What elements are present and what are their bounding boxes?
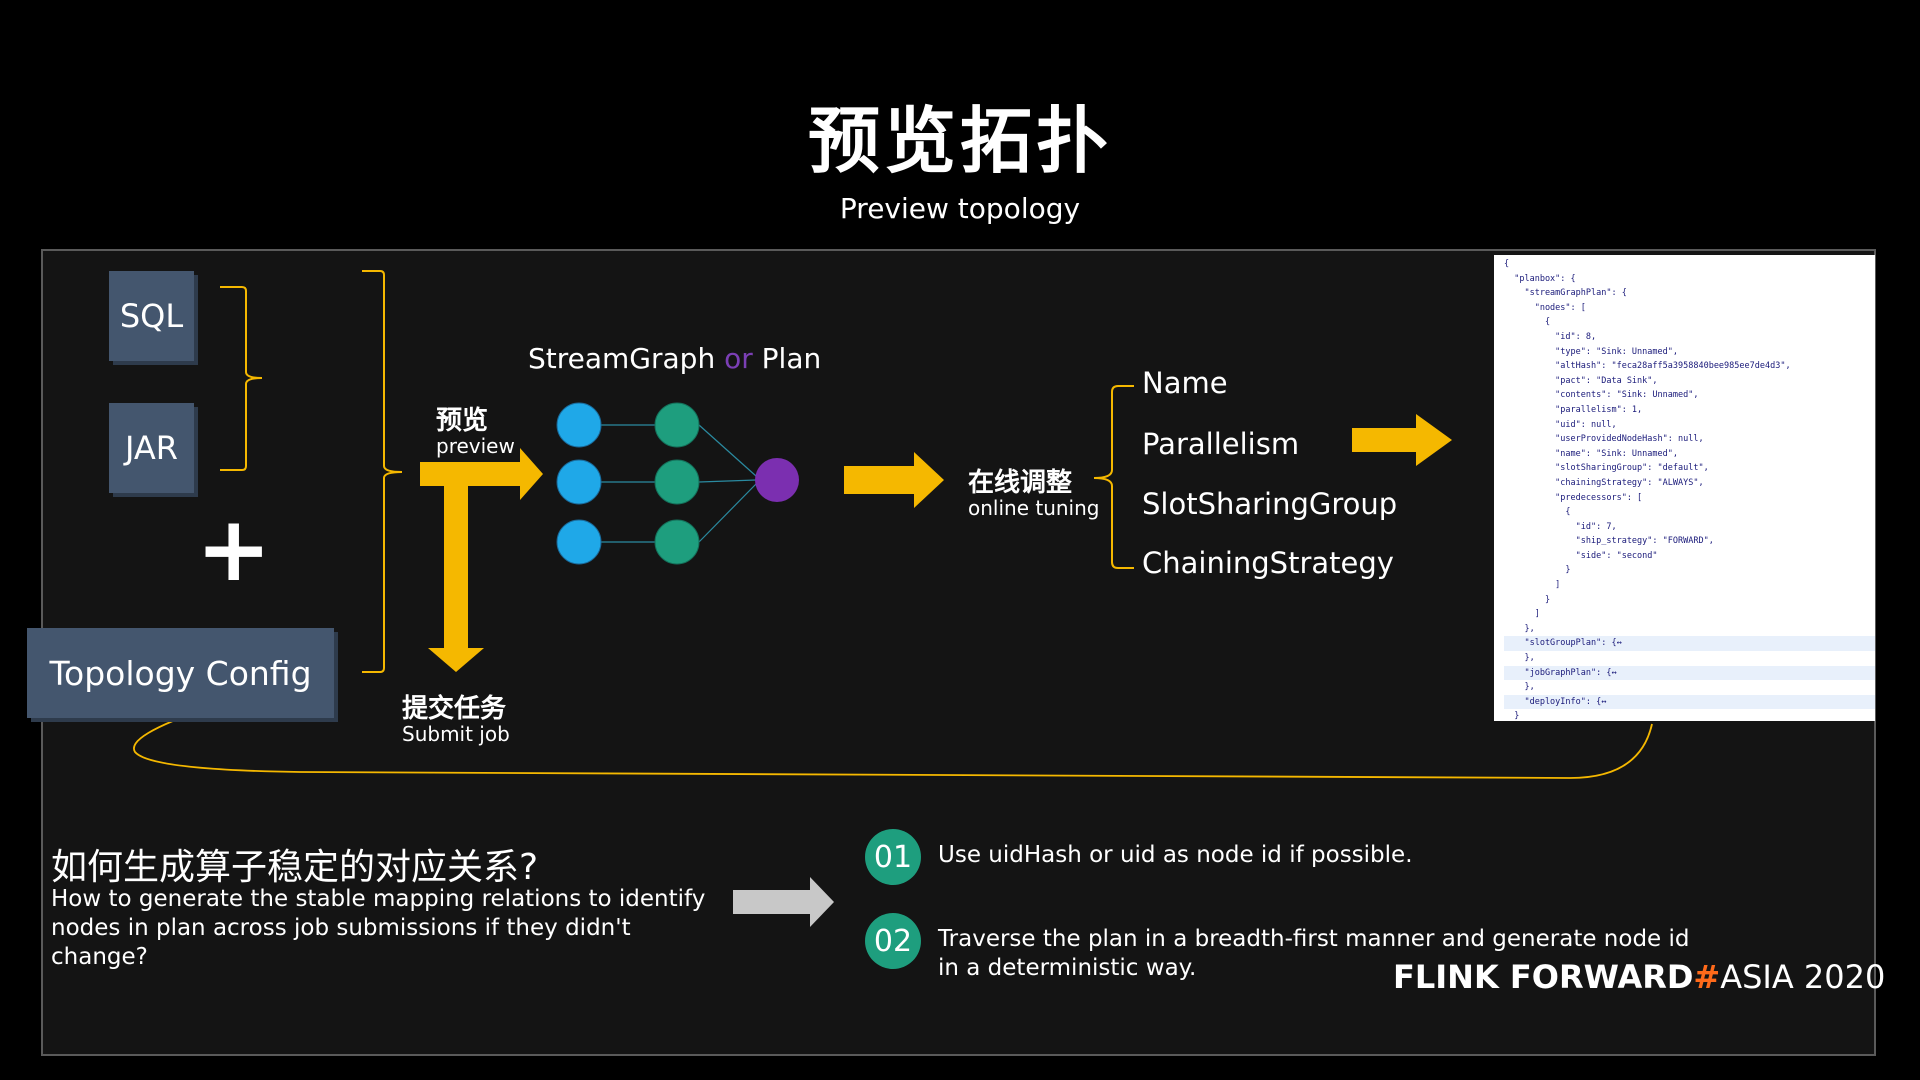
- answer-1: Use uidHash or uid as node id if possibl…: [938, 842, 1413, 868]
- json-line: "type": "Sink: Unnamed",: [1504, 346, 1678, 357]
- jar-box: JAR: [109, 403, 194, 493]
- bracket-properties: [1093, 385, 1134, 569]
- tuning-label-en: online tuning: [968, 496, 1100, 520]
- plus-icon: +: [196, 497, 272, 602]
- tuning-label-zh: 在线调整: [968, 468, 1073, 498]
- step-number: 02: [873, 923, 913, 959]
- json-line: },: [1504, 623, 1535, 634]
- step-number: 01: [873, 839, 913, 875]
- json-line: {: [1504, 259, 1510, 269]
- page-title: 预览拓扑: [807, 99, 1112, 183]
- graph-node: [556, 459, 602, 505]
- step-badge-2: 02: [865, 913, 921, 969]
- json-code: { "planbox": { "streamGraphPlan": { "nod…: [1494, 255, 1875, 721]
- property-name: Name: [1142, 366, 1228, 400]
- json-line: "pact": "Data Sink",: [1504, 375, 1658, 386]
- json-line: "userProvidedNodeHash": null,: [1504, 434, 1704, 445]
- topology-config-box: Topology Config: [27, 628, 334, 718]
- jar-label: JAR: [125, 429, 178, 467]
- json-line: "parallelism": 1,: [1504, 404, 1643, 415]
- json-line: "uid": null,: [1504, 419, 1617, 430]
- json-arrow: [1352, 414, 1452, 466]
- topology-config-label: Topology Config: [49, 653, 312, 693]
- page-subtitle: Preview topology: [839, 192, 1081, 225]
- graph-node: [556, 519, 602, 565]
- graph-node: [654, 519, 700, 565]
- json-line: "chainingStrategy": "ALWAYS",: [1504, 477, 1704, 488]
- brand-flink: FLINK: [1393, 958, 1499, 996]
- json-line: },: [1504, 653, 1535, 664]
- graph-edges: [601, 424, 757, 543]
- step-badge-1: 01: [865, 829, 921, 885]
- preview-label-en: preview: [436, 434, 515, 458]
- submit-label-en: Submit job: [402, 722, 510, 746]
- json-line: "planbox": {: [1504, 273, 1576, 284]
- submit-label-zh: 提交任务: [402, 694, 507, 724]
- json-line: }: [1504, 711, 1520, 721]
- sql-box: SQL: [109, 271, 194, 361]
- json-line: "nodes": [: [1504, 302, 1586, 313]
- submit-arrow: [428, 486, 484, 672]
- json-line: "slotSharingGroup": "default",: [1504, 463, 1709, 474]
- bracket-sql-jar: [220, 286, 263, 471]
- json-line: ]: [1504, 609, 1540, 620]
- property-chaining-strategy: ChainingStrategy: [1142, 546, 1394, 580]
- preview-arrow: [420, 448, 543, 500]
- json-plan-panel: { "planbox": { "streamGraphPlan": { "nod…: [1494, 255, 1875, 721]
- json-line: "id": 7,: [1504, 521, 1617, 532]
- feedback-curve: [133, 707, 1653, 779]
- json-line: "name": "Sink: Unnamed",: [1504, 448, 1678, 459]
- json-line: "slotGroupPlan": {↔: [1504, 636, 1875, 652]
- brand-hash: #: [1693, 958, 1721, 996]
- json-line: {: [1504, 507, 1571, 518]
- json-line: "streamGraphPlan": {: [1504, 288, 1627, 299]
- json-line: "jobGraphPlan": {↔: [1504, 665, 1875, 681]
- property-parallelism: Parallelism: [1142, 427, 1300, 461]
- plan-text: Plan: [761, 342, 822, 375]
- json-line: },: [1504, 682, 1535, 693]
- preview-label-zh: 预览: [436, 406, 489, 436]
- json-line: ]: [1504, 580, 1561, 591]
- json-line: "id": 8,: [1504, 331, 1597, 342]
- or-text: or: [724, 342, 753, 375]
- streamgraph-text: StreamGraph: [528, 342, 716, 375]
- graph-node: [556, 402, 602, 448]
- json-line: "side": "second": [1504, 550, 1658, 561]
- answer-2: Traverse the plan in a breadth-first man…: [938, 926, 1690, 981]
- json-line: "predecessors": [: [1504, 492, 1643, 503]
- gray-arrow: [733, 877, 834, 927]
- bracket-inputs: [362, 270, 403, 673]
- brand-asia: ASIA 2020: [1720, 958, 1886, 996]
- json-line: "deployInfo": {↔: [1504, 694, 1875, 710]
- graph-node-sink: [755, 458, 799, 502]
- json-line: "altHash": "feca28aff5a3958840bee985ee7d…: [1504, 361, 1791, 372]
- tuning-arrow: [844, 452, 944, 508]
- json-line: {: [1504, 317, 1551, 328]
- question-zh: 如何生成算子稳定的对应关系?: [51, 847, 539, 888]
- brand-forward: FORWARD: [1509, 958, 1694, 996]
- json-line: }: [1504, 594, 1551, 605]
- json-line: }: [1504, 565, 1571, 576]
- property-slot-sharing-group: SlotSharingGroup: [1142, 487, 1398, 521]
- json-line: "ship_strategy": "FORWARD",: [1504, 536, 1714, 547]
- brand-logo: FLINK FORWARD#ASIA 2020: [1393, 958, 1885, 996]
- sql-label: SQL: [119, 297, 184, 335]
- json-line: "contents": "Sink: Unnamed",: [1504, 390, 1699, 401]
- graph-node: [654, 402, 700, 448]
- streamgraph-label: StreamGraph or Plan: [528, 342, 821, 375]
- graph-node: [654, 459, 700, 505]
- question-en: How to generate the stable mapping relat…: [51, 886, 706, 970]
